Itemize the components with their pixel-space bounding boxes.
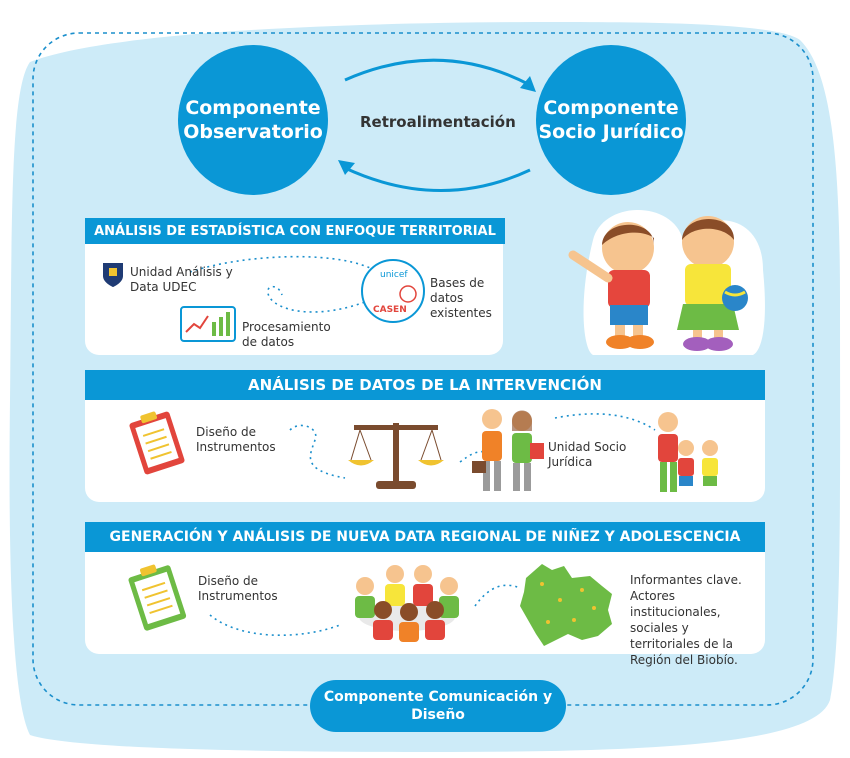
unicef-logo: unicef — [380, 270, 408, 280]
dashed-outer-loop — [32, 32, 814, 706]
socio-juridico-component-label: Componente Socio Jurídico — [538, 97, 684, 143]
justice-scale-icon — [348, 423, 444, 489]
databases-label: Bases de datos existentes — [430, 276, 492, 320]
biobio-region-map-icon — [520, 564, 612, 646]
professionals-icon — [472, 409, 544, 491]
socio-juridico-component-circle: Componente Socio Jurídico — [536, 45, 686, 195]
children-illustration — [568, 210, 765, 355]
design-instruments-label-1: Diseño de Instrumentos — [196, 425, 276, 454]
arrow-left-head — [338, 160, 355, 175]
socio-juridica-unit-label: Unidad Socio Jurídica — [548, 440, 627, 469]
red-clipboard-icon — [129, 411, 185, 475]
feedback-label: Retroalimentación — [360, 113, 516, 131]
section-statistics-title: ANÁLISIS DE ESTADÍSTICA CON ENFOQUE TERR… — [94, 223, 496, 239]
arrow-left — [344, 166, 531, 192]
arrow-right-head — [520, 76, 536, 92]
section-statistics-panel — [85, 222, 503, 355]
communication-component-label: Componente Comunicación y Diseño — [323, 689, 553, 723]
udec-unit-label: Unidad Análisis y Data UDEC — [130, 265, 233, 294]
casen-logo: CASEN — [373, 305, 407, 315]
section-new-data-title-bar: GENERACIÓN Y ANÁLISIS DE NUEVA DATA REGI… — [85, 522, 765, 552]
arrow-right — [344, 58, 531, 87]
processing-label: Procesamiento de datos — [242, 320, 331, 349]
communication-component-pill: Componente Comunicación y Diseño — [310, 680, 566, 732]
green-clipboard-icon — [128, 564, 187, 631]
existing-databases-logos — [361, 259, 425, 323]
udec-shield-icon — [103, 263, 123, 287]
section-intervention-title-bar: ANÁLISIS DE DATOS DE LA INTERVENCIÓN — [85, 370, 765, 400]
design-instruments-label-2: Diseño de Instrumentos — [198, 574, 278, 603]
data-processing-icon — [180, 306, 236, 342]
key-informants-label: Informantes clave. Actores institucional… — [630, 573, 742, 667]
section-new-data-title: GENERACIÓN Y ANÁLISIS DE NUEVA DATA REGI… — [109, 529, 741, 545]
observatorio-component-circle: Componente Observatorio — [178, 45, 328, 195]
observatorio-component-label: Componente Observatorio — [183, 97, 323, 143]
family-icon — [658, 412, 718, 492]
group-meeting-icon — [355, 565, 459, 642]
section-intervention-title: ANÁLISIS DE DATOS DE LA INTERVENCIÓN — [248, 376, 602, 394]
section-statistics-title-bar: ANÁLISIS DE ESTADÍSTICA CON ENFOQUE TERR… — [85, 218, 505, 244]
